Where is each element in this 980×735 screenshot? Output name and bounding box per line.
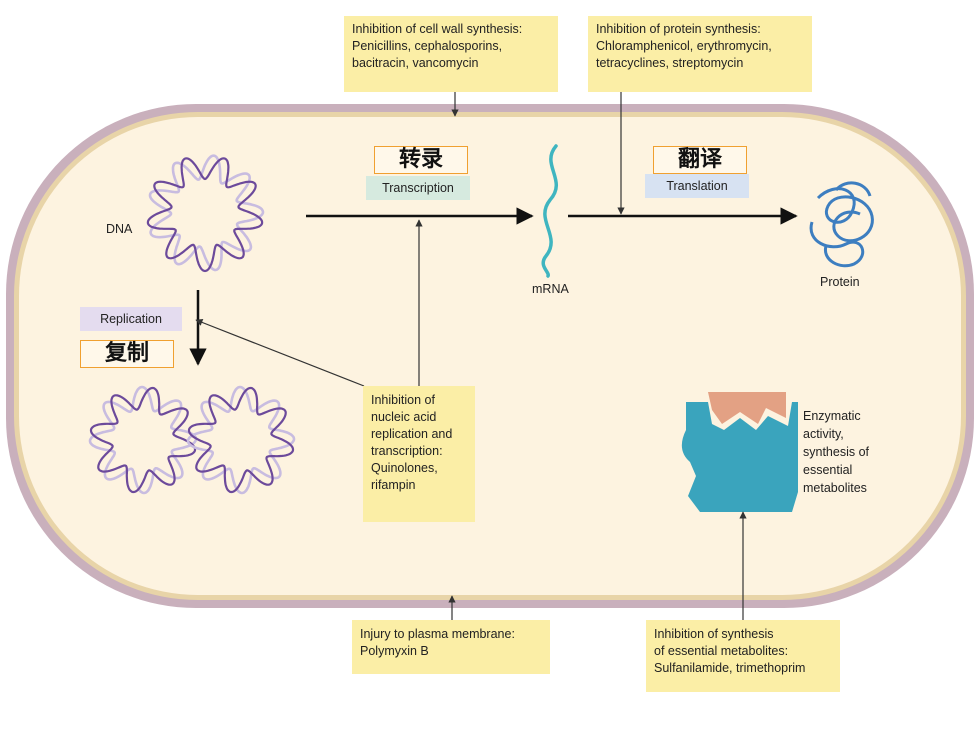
enzyme-shape <box>681 402 798 512</box>
transcription-label: Transcription <box>366 176 470 200</box>
dna-label: DNA <box>106 222 133 236</box>
mrna-strand <box>541 144 558 278</box>
substrate-shape <box>708 392 786 424</box>
replication-inhibit-pointer <box>195 319 365 387</box>
protein-label: Protein <box>820 275 860 289</box>
cell-wall-inhibition-box: Inhibition of cell wall synthesis: Penic… <box>344 16 558 92</box>
translation-cn-label: 翻译 <box>653 146 747 174</box>
protein-synthesis-inhibition-box: Inhibition of protein synthesis: Chloram… <box>588 16 812 92</box>
transcription-cn-label: 转录 <box>374 146 468 174</box>
dna-chromosome <box>146 154 265 273</box>
nucleic-acid-inhibition-box: Inhibition of nucleic acid replication a… <box>363 386 475 522</box>
protein-coil <box>809 181 874 268</box>
dna-replicated-left <box>88 385 198 495</box>
plasma-membrane-injury-box: Injury to plasma membrane: Polymyxin B <box>352 620 550 674</box>
replication-cn-label: 复制 <box>80 340 174 368</box>
replication-label: Replication <box>80 307 182 331</box>
enzymatic-activity-label: Enzymatic activity, synthesis of essenti… <box>803 409 870 495</box>
dna-replicated-right <box>186 385 296 495</box>
metabolite-inhibition-box: Inhibition of synthesis of essential met… <box>646 620 840 692</box>
translation-label: Translation <box>645 174 749 198</box>
mrna-label: mRNA <box>532 282 569 296</box>
